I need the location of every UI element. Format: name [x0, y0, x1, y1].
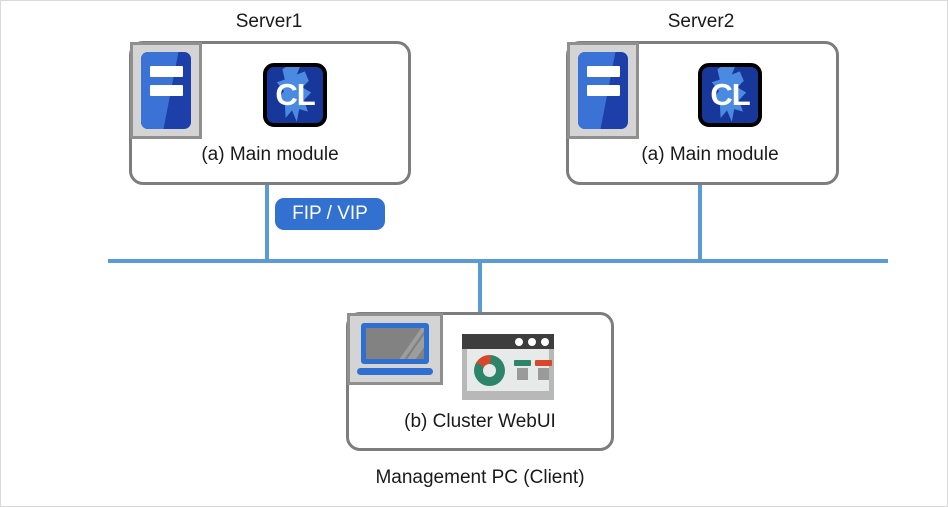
donut-chart-icon: [474, 355, 505, 386]
laptop-base: [357, 368, 433, 375]
server-tower-icon: [578, 52, 628, 129]
server2-caption: (a) Main module: [641, 144, 779, 165]
cl-icon-label: CL: [275, 77, 315, 112]
server2-server-icon: [567, 42, 639, 139]
server2-clusterpro-cl-icon: CL: [698, 63, 762, 127]
status-tile-red-icon: [535, 360, 552, 380]
browser-dot-3: [541, 338, 549, 346]
browser-titlebar: [462, 334, 554, 349]
status-tile-red-cap: [535, 360, 552, 366]
fip-vip-badge: FIP / VIP: [275, 198, 385, 230]
browser-window-icon: [462, 334, 554, 400]
browser-dot-2: [528, 338, 536, 346]
server-tower-icon: [141, 52, 191, 129]
server-tower-bar-2: [587, 85, 620, 96]
status-tile-green-cap: [514, 360, 531, 366]
server-tower-bar-2: [150, 85, 183, 96]
server1-server-icon: [130, 42, 202, 139]
server-tower-bar-1: [587, 66, 620, 77]
management-pc-caption: (b) Cluster WebUI: [404, 411, 556, 432]
management-pc-network-link: [478, 259, 482, 313]
server-tower-bar-1: [150, 66, 183, 77]
network-bus-line: [108, 259, 888, 263]
cl-icon-label: CL: [710, 77, 750, 112]
status-tile-green-stem: [517, 368, 528, 380]
server1-clusterpro-cl-icon: CL: [263, 63, 327, 127]
server2-title: Server2: [667, 11, 735, 32]
server2-network-link: [698, 185, 702, 261]
laptop-screen: [361, 323, 429, 364]
server1-title: Server1: [235, 11, 303, 32]
status-tile-green-icon: [514, 360, 531, 380]
server1-network-link: [265, 185, 269, 261]
management-pc-title: Management PC (Client): [375, 467, 585, 488]
server1-caption: (a) Main module: [201, 144, 339, 165]
browser-dot-1: [515, 338, 523, 346]
browser-body: [467, 349, 552, 391]
status-tile-red-stem: [538, 368, 549, 380]
management-pc-laptop-icon: [347, 313, 443, 385]
